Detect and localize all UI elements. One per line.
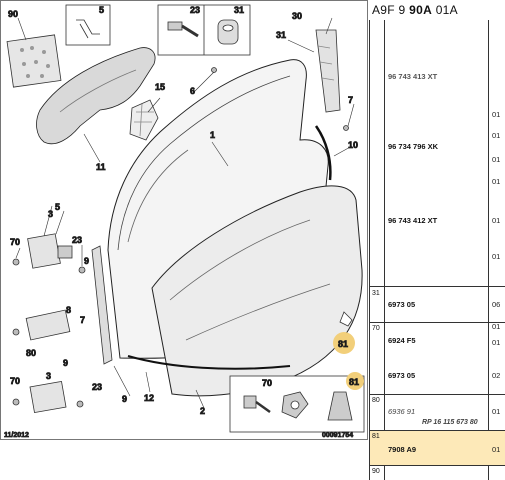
callout-5b: 5 [55,202,60,212]
inset-box: 70 81 [229,372,365,433]
table-divider [370,430,505,431]
note-80: RP 16 115 673 80 [422,419,478,426]
bolt [12,398,20,406]
callout-70b: 70 [10,376,20,386]
callout-23b: 23 [72,235,82,245]
callout-9: 9 [84,256,89,266]
part-30-strip [315,29,341,113]
callout-3: 3 [48,209,53,219]
part-23-31-box [157,4,251,56]
reference-prefix: A9F 9 [372,3,410,17]
table-divider [370,286,505,287]
callout-81: 81 [338,339,348,349]
drawing-number: 00091754 [322,432,353,439]
part-5-box [65,4,111,46]
partial-part-number: 96 743 413 XT [388,72,438,81]
callout-9c: 9 [122,394,127,404]
callout-70: 70 [10,237,20,247]
hinge-lower [29,380,67,414]
reference-suffix: 01A [432,3,458,17]
ref-80: 80 [372,397,380,404]
callout-7b: 7 [80,315,85,325]
qty-31: 06 [492,300,501,309]
qty-81: 01 [492,445,501,454]
part-number-1: 96 734 796 XK [388,142,439,151]
part-81-bumper [339,311,353,327]
callout-8: 8 [66,305,71,315]
qty-70a: 01 [492,322,501,331]
qty-2c: 01 [492,252,501,261]
part-90-pad [6,34,62,88]
bolt [78,266,86,274]
part-11-insulation [36,47,156,145]
reference-header: A9F 9 90A 01A [370,0,505,20]
callout-3b: 3 [46,371,51,381]
part-80: 6936 91 [388,407,416,416]
ref-81: 81 [372,433,380,440]
callout-80: 80 [26,348,36,358]
callout-11: 11 [96,162,106,172]
callout-6: 6 [190,86,195,96]
col-divider-ref [384,20,385,480]
ref-70: 70 [372,325,380,332]
callout-31b: 31 [276,30,286,40]
part-12-sill [127,355,291,370]
callout-90: 90 [8,9,18,19]
callout-2: 2 [200,406,205,416]
reference-bold: 90A [409,3,433,17]
qty-80: 01 [492,407,501,416]
qty-1c: 01 [492,155,501,164]
callout-31: 31 [234,5,244,15]
part-70b: 6973 05 [388,371,416,380]
callout-15: 15 [155,82,165,92]
inset-label-81: 81 [349,377,359,387]
parts-table: 96 743 413 XT 01 01 01 96 734 796 XK 01 … [369,20,505,480]
part-9-strip [91,245,113,365]
callout-7: 7 [348,95,353,105]
part-number-2: 96 743 412 XT [388,216,438,225]
exploded-diagram: 90 5 23 31 30 31 6 15 1 7 11 10 3 5 70 2… [0,0,368,440]
table-divider [370,465,505,466]
inset-badge-81 [346,372,364,390]
inset-label-70: 70 [262,378,272,388]
qty-70c: 02 [492,371,501,380]
bolt [12,328,20,336]
bolt [12,258,20,266]
part-10-seal [314,125,332,181]
qty-1a: 01 [492,110,501,119]
bolt [343,125,349,131]
callout-1: 1 [210,130,215,140]
callout-5: 5 [99,5,104,15]
part-15-bracket [129,99,159,141]
callout-9b: 9 [63,358,68,368]
ref-90: 90 [372,468,380,475]
row-81-highlight [370,430,505,465]
callout-23c: 23 [92,382,102,392]
bolt [76,400,84,408]
hinge-middle [25,309,71,341]
part-70a: 6924 F5 [388,336,416,345]
hinge-upper [27,233,73,269]
qty-1b: 01 [492,131,501,140]
table-divider [370,322,505,323]
drawing-date: 11/2012 [4,432,29,439]
callout-10: 10 [348,140,358,150]
col-divider-qty [488,20,489,480]
callout-23: 23 [190,5,200,15]
qty-2b: 01 [492,216,501,225]
diagram-frame [0,0,368,440]
part-81: 7908 A9 [388,445,417,454]
callout-30: 30 [292,11,302,21]
callout-12: 12 [144,393,154,403]
qty-2a: 01 [492,177,501,186]
qty-70b: 01 [492,338,501,347]
part-31: 6973 05 [388,300,416,309]
table-divider [370,394,505,395]
badge-81 [333,332,355,354]
bolt [211,67,217,73]
ref-31: 31 [372,290,380,297]
